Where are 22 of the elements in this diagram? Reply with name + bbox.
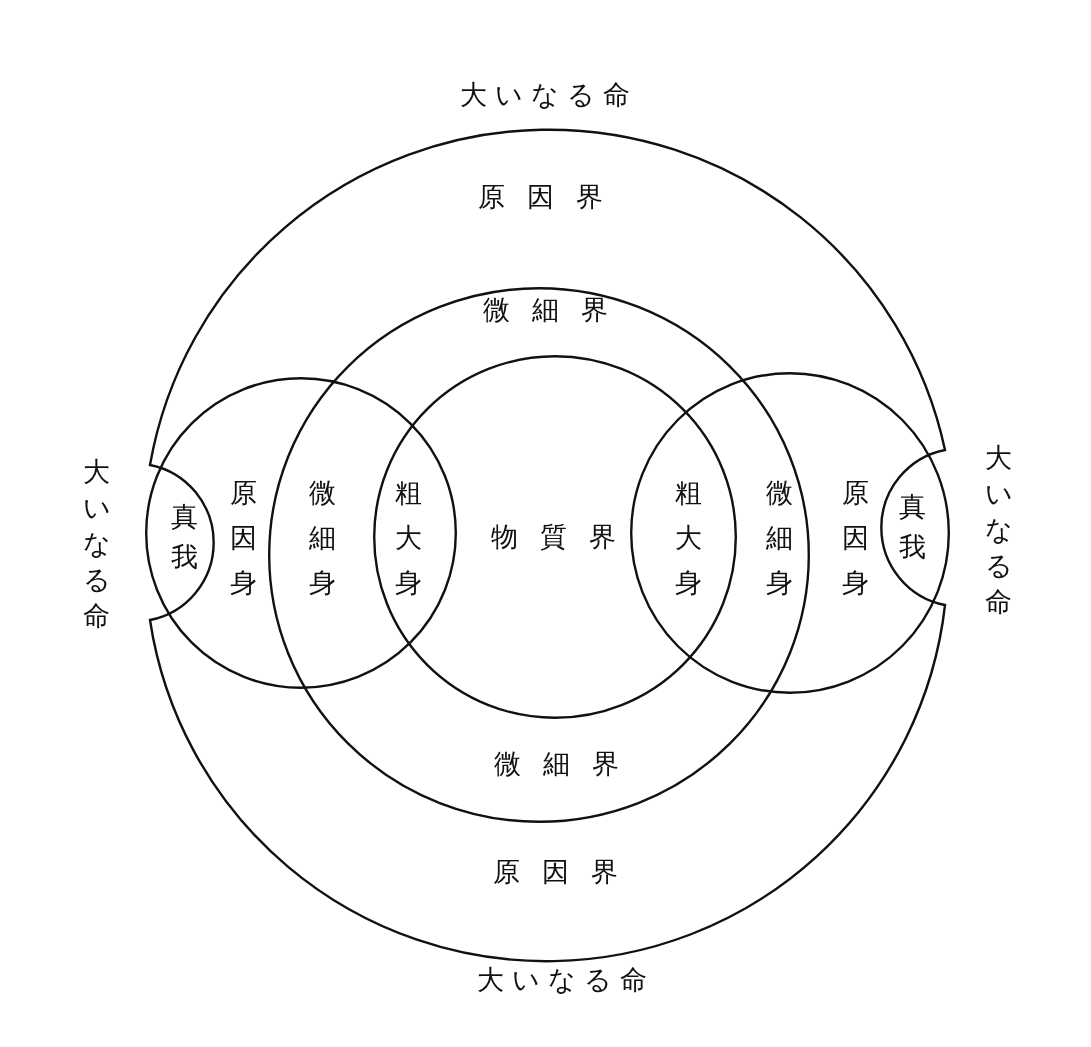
region-label: 微細界 <box>492 749 641 777</box>
text-label: 微細身 <box>765 475 793 600</box>
text-label: 粗大身 <box>674 475 702 600</box>
text-label: 真我 <box>898 490 926 564</box>
circle <box>373 355 737 719</box>
text-label: 大いなる命 <box>82 455 110 633</box>
region-label: 原因界 <box>491 857 640 885</box>
circle <box>145 377 457 689</box>
region-label: 物質界 <box>489 522 638 550</box>
text-label: 微細身 <box>308 475 336 600</box>
text-label: 大いなる命 <box>984 441 1012 619</box>
text-label: 真我 <box>170 500 198 574</box>
circle <box>630 372 950 694</box>
text-label: 大いなる命 <box>476 965 655 993</box>
circle <box>268 287 810 823</box>
region-label: 原因身 <box>229 475 257 600</box>
region-label: 微細界 <box>481 295 630 323</box>
region-label: 原因身 <box>841 475 869 600</box>
text-label: 大いなる命 <box>459 80 638 108</box>
outer-boundary <box>145 128 950 962</box>
region-label: 原因界 <box>476 182 625 210</box>
text-label: 粗大身 <box>394 475 422 600</box>
